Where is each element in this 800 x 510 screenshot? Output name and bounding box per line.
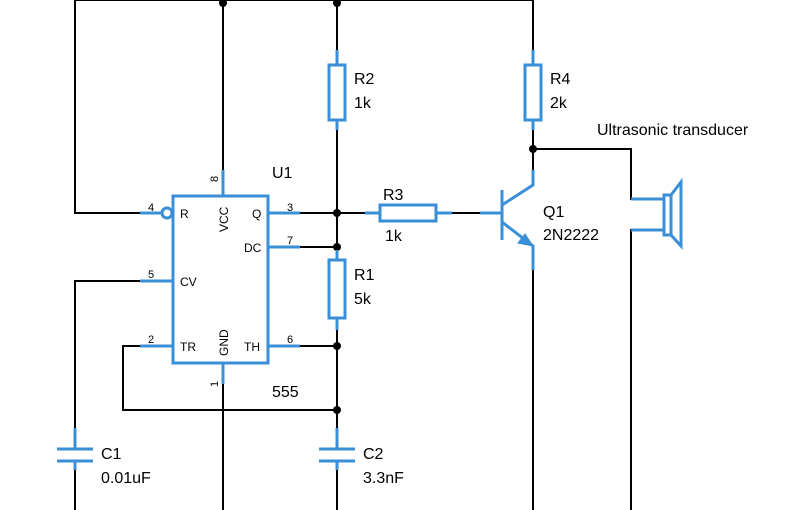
pin-number-vcc: 8 xyxy=(209,176,221,182)
ic-reference-label: U1 xyxy=(272,165,293,182)
c2-reference-label: C2 xyxy=(363,446,384,463)
r1-reference-label: R1 xyxy=(354,267,375,284)
c1-reference-label: C1 xyxy=(101,446,122,463)
resistor-r1[interactable]: R1 5k xyxy=(327,250,375,330)
r4-value-label: 2k xyxy=(550,95,568,112)
resistor-body xyxy=(378,203,438,223)
junction-dot xyxy=(529,145,537,153)
pin-name-vcc: VCC xyxy=(217,206,231,232)
resistor-r3[interactable]: R3 1k xyxy=(365,187,452,245)
resistor-body xyxy=(523,63,543,122)
junction-dot xyxy=(219,0,227,7)
pin-name-dc: DC xyxy=(244,241,262,255)
junction-dot xyxy=(333,406,341,414)
resistor-r2[interactable]: R2 1k xyxy=(327,50,375,130)
capacitor-c2[interactable]: C2 3.3nF xyxy=(319,428,404,487)
emitter-arrow-icon xyxy=(517,233,535,247)
pin-name-r: R xyxy=(180,207,189,221)
resistor-body xyxy=(327,258,347,320)
q1-reference-label: Q1 xyxy=(543,204,564,221)
q1-value-label: 2N2222 xyxy=(543,227,599,244)
r2-reference-label: R2 xyxy=(354,71,375,88)
pin-number-dc: 7 xyxy=(287,235,293,247)
pin-number-gnd: 1 xyxy=(209,381,221,387)
ultrasonic-transducer[interactable]: Ultrasonic transducer xyxy=(597,122,749,250)
pin-name-q: Q xyxy=(252,207,261,221)
ic-555-timer[interactable]: 4 8 3 7 5 2 6 1 R VCC Q DC CV TR GND TH … xyxy=(140,165,300,401)
ic-value-label: 555 xyxy=(272,384,299,401)
c1-value-label: 0.01uF xyxy=(101,470,151,487)
pin-number-cv: 5 xyxy=(148,269,154,281)
junctions xyxy=(219,0,537,414)
reset-inversion-bubble xyxy=(160,206,174,220)
junction-dot xyxy=(333,243,341,251)
transducer-horn-icon xyxy=(669,177,683,250)
capacitor-c1[interactable]: C1 0.01uF xyxy=(57,428,151,487)
pin-number-q: 3 xyxy=(287,202,293,214)
transistor-q1[interactable]: Q1 2N2222 xyxy=(480,170,599,270)
junction-dot xyxy=(333,342,341,350)
pin-name-gnd: GND xyxy=(217,329,231,356)
transducer-label: Ultrasonic transducer xyxy=(597,122,749,139)
pin-number-r: 4 xyxy=(148,202,154,214)
resistor-body xyxy=(327,63,347,122)
pin-name-cv: CV xyxy=(180,275,197,289)
pin-name-tr: TR xyxy=(180,340,196,354)
r1-value-label: 5k xyxy=(354,291,372,308)
r3-reference-label: R3 xyxy=(383,187,404,204)
pin-number-th: 6 xyxy=(287,334,293,346)
resistor-r4[interactable]: R4 2k xyxy=(523,50,571,130)
r2-value-label: 1k xyxy=(354,95,372,112)
r3-value-label: 1k xyxy=(385,228,403,245)
pin-name-th: TH xyxy=(244,340,260,354)
junction-dot xyxy=(333,0,341,7)
pin-number-tr: 2 xyxy=(148,334,154,346)
ic-body xyxy=(171,194,270,365)
junction-dot xyxy=(333,209,341,217)
c2-value-label: 3.3nF xyxy=(363,470,404,487)
r4-reference-label: R4 xyxy=(550,71,571,88)
